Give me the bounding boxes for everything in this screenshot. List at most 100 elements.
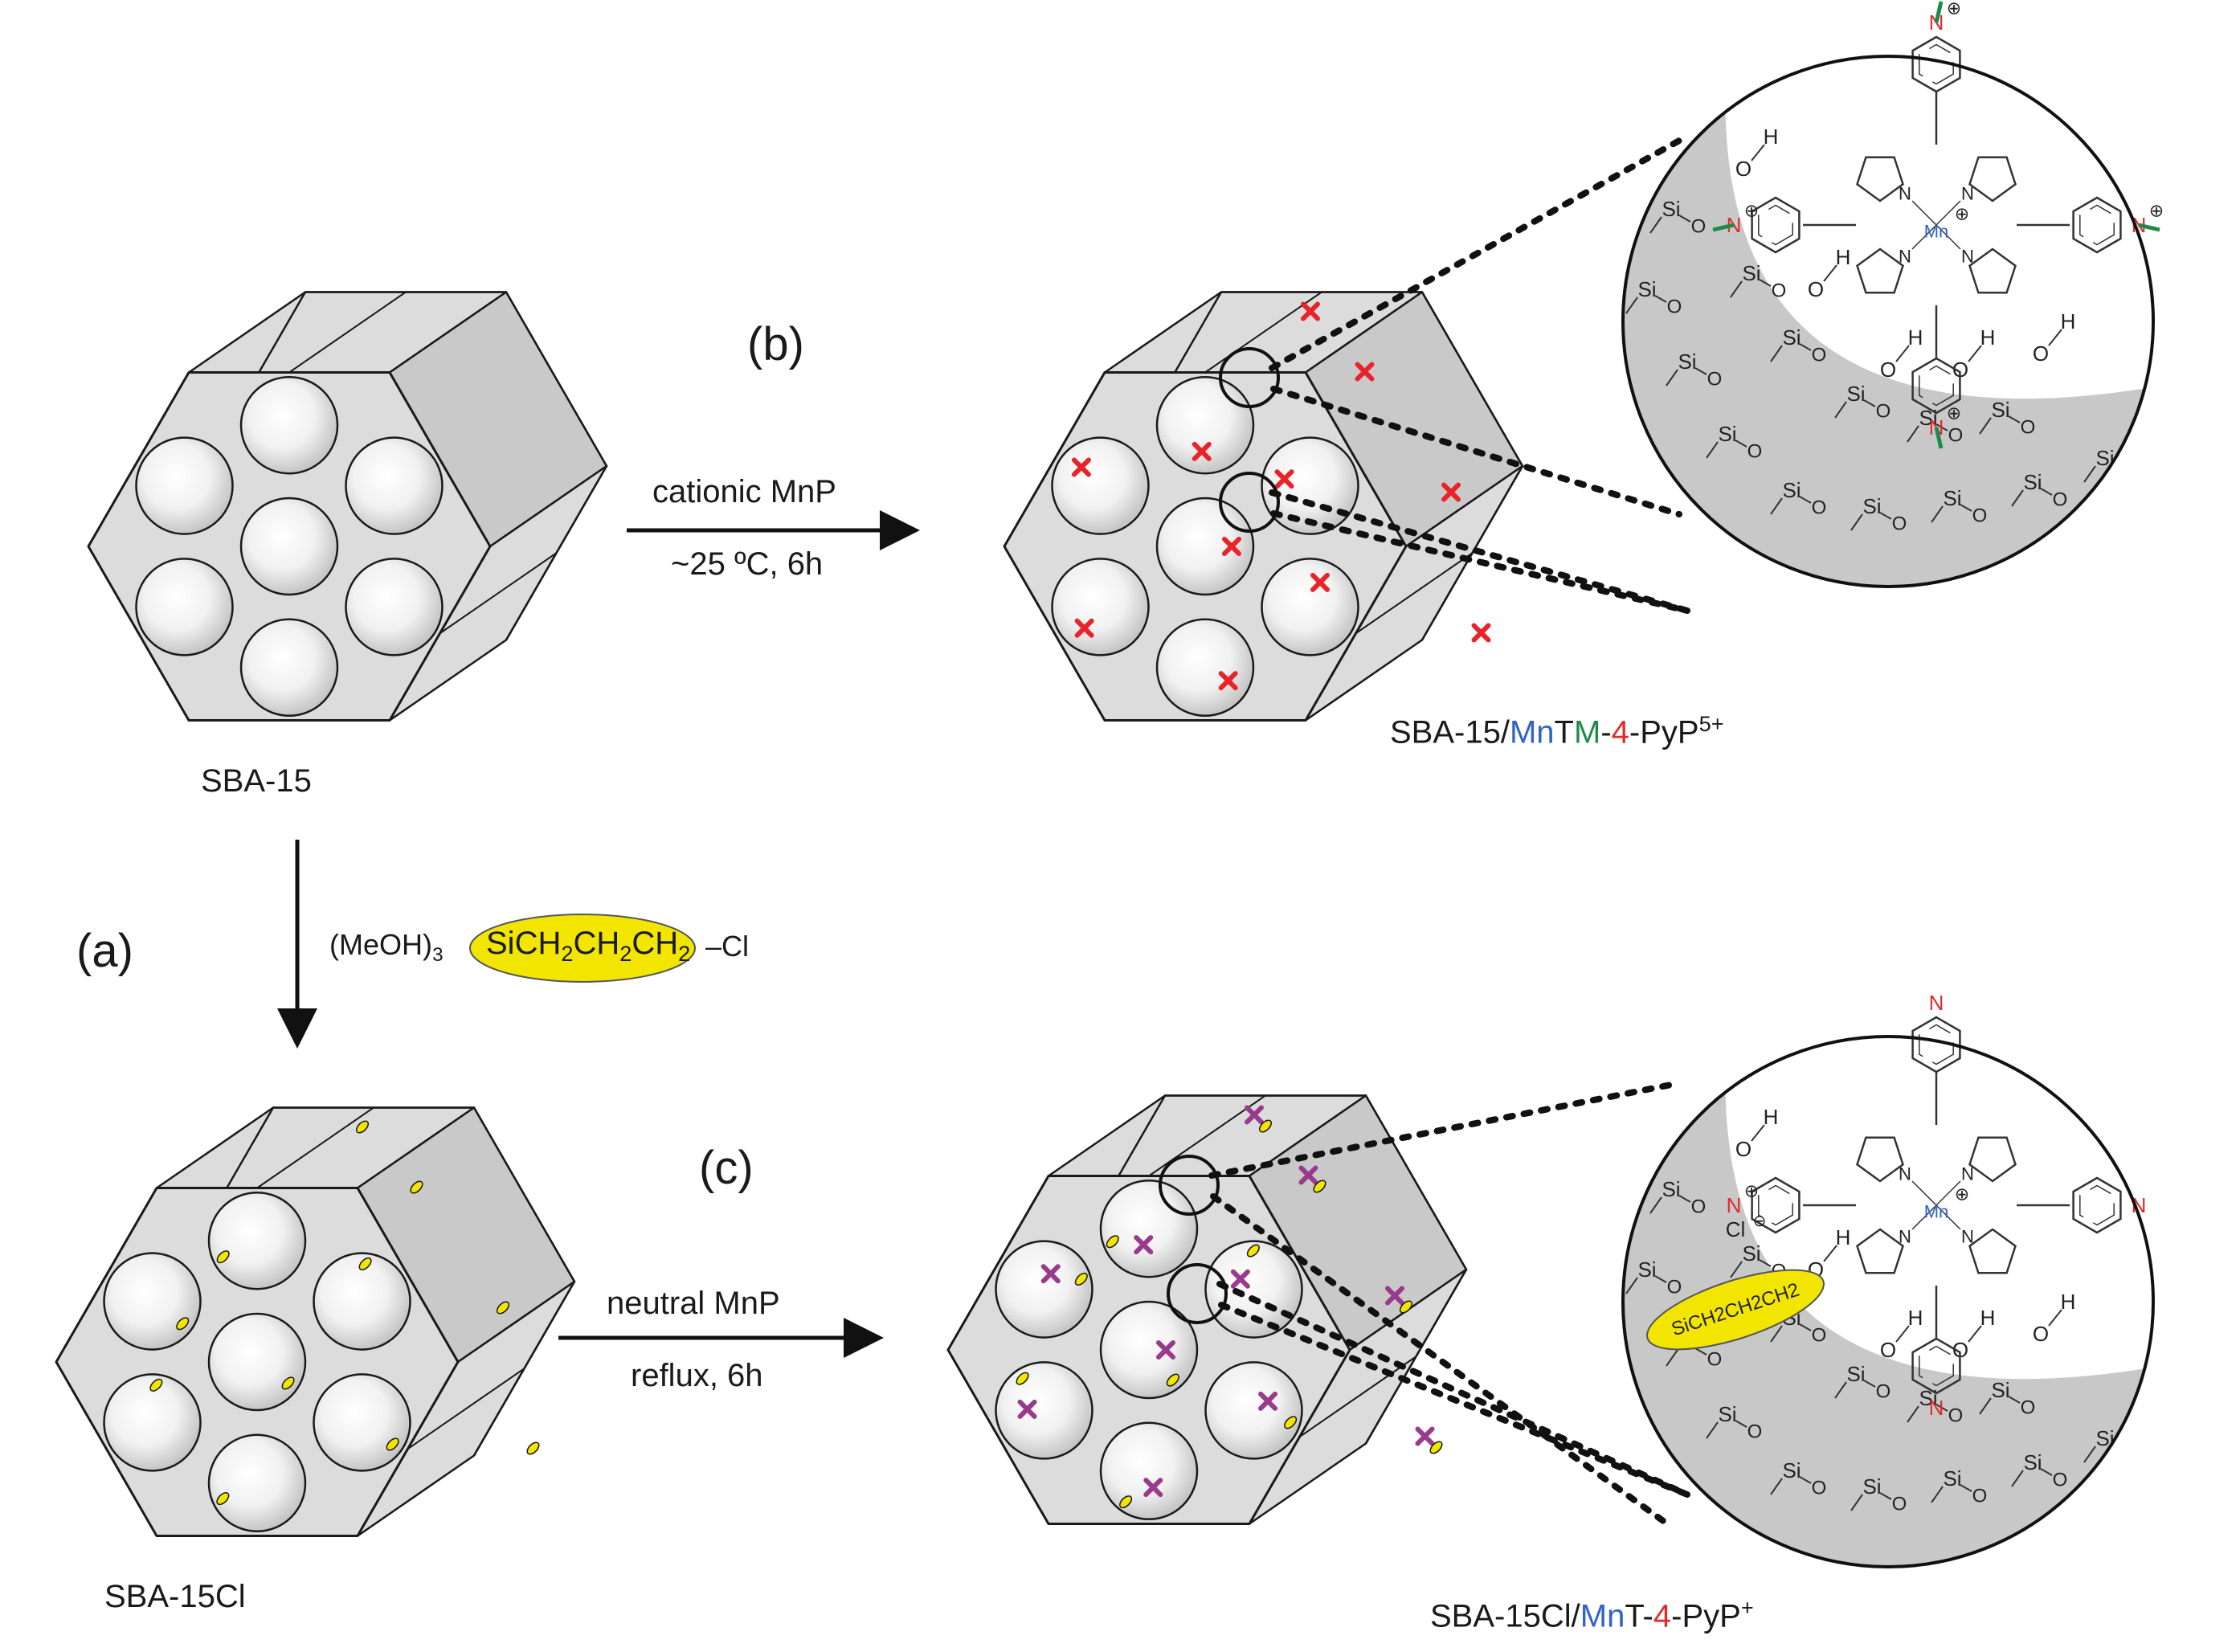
si-o-bond [1770, 1325, 1783, 1343]
si-o-bond [2112, 464, 2125, 472]
pore-channel [135, 436, 234, 535]
oxygen-atom: O [1812, 345, 1827, 366]
cross-stroke [1074, 618, 1094, 638]
cross-stroke [1385, 1286, 1404, 1306]
pyridyl-ring-top-inner [1919, 1024, 1954, 1065]
o-h-bond [1968, 345, 1982, 362]
si-o-bond [1907, 425, 1919, 443]
silicon-atom: Si [1846, 1362, 1865, 1386]
pyridyl-ring-bottom [1911, 357, 1961, 415]
cross-stroke [1245, 1105, 1264, 1125]
particle-sba15-cationic-mnp [1003, 291, 1524, 722]
neutral-mnp-mark [1134, 1235, 1154, 1255]
pyridyl-ring-left [1751, 196, 1801, 254]
cross-stroke [1310, 572, 1330, 592]
pore-channel [313, 1373, 411, 1472]
si-o-bond [1654, 1275, 1667, 1283]
pyridyl-ring-top-inner [1919, 43, 1954, 85]
cationic-mnp-mark [1274, 469, 1294, 489]
silanol-oxygen: O [1880, 358, 1896, 382]
silanol-hydrogen: H [1980, 325, 1996, 350]
oxygen-atom: O [1812, 1325, 1827, 1347]
prism-ridge [407, 1368, 525, 1450]
particle-sba15cl-neutral-mnp [946, 1094, 1468, 1525]
si-o-bond [1706, 1421, 1719, 1439]
silicon-atom: Si [1662, 197, 1680, 221]
o-h-bond [1895, 1325, 1910, 1343]
si-o-bond [1770, 345, 1783, 362]
pore-channel [103, 1373, 202, 1472]
label-top-product: SBA-15/MnTM-4-PyP5+ [1390, 711, 1724, 750]
si-o-bond [2008, 415, 2021, 423]
si-o-bond [1834, 401, 1847, 419]
magnifier-circle-top-b [1219, 472, 1280, 533]
pore-channel [1051, 436, 1150, 535]
si-o-bond [1678, 1195, 1691, 1203]
oxygen-atom: O [1892, 1494, 1907, 1515]
pyrrole-ring [1968, 156, 2017, 202]
reagent-a-chain: SiCH2CH2CH2 [486, 926, 691, 966]
n-mn-bond [1935, 224, 1961, 250]
oxygen-atom: O [2053, 1470, 2068, 1491]
pore-channel [313, 1252, 411, 1351]
conditions-c: reflux, 6h [631, 1358, 763, 1393]
porphyrin-nitrogen: N [1899, 184, 1911, 204]
silicon-atom: Si [2023, 470, 2042, 494]
silica-zone [1623, 56, 2153, 587]
neutral-mnp-mark [1298, 1165, 1318, 1185]
silicon-atom: Si [2023, 1450, 2042, 1474]
oxygen-atom: O [1667, 296, 1682, 318]
si-o-bond [1649, 216, 1662, 234]
pore-channel [1204, 1361, 1303, 1460]
pyridyl-ring-right [2072, 196, 2122, 254]
silanol-hydrogen: H [1764, 125, 1779, 149]
si-o-bond [1935, 1404, 1948, 1412]
si-o-bond [1931, 505, 1944, 523]
neutral-mnp-mark [1017, 1399, 1037, 1419]
pore-channel [207, 1191, 307, 1290]
step-label-a: (a) [76, 925, 133, 977]
si-o-bond [1678, 215, 1691, 223]
silicon-atom: Si [1742, 261, 1760, 285]
oxygen-atom: O [1876, 1381, 1891, 1403]
pore-channel [239, 618, 339, 718]
manganese-charge: ⊕ [1955, 204, 1969, 224]
oxygen-atom: O [2021, 417, 2036, 439]
neutral-mnp-mark [1415, 1426, 1435, 1446]
pyridyl-ring-right-inner [2079, 1184, 2115, 1226]
pore-channel [1099, 1179, 1199, 1278]
cross-stroke [1301, 301, 1320, 321]
si-o-bond [1979, 1397, 1992, 1415]
particle-sba15 [87, 291, 608, 722]
cross-stroke [1156, 1340, 1175, 1360]
si-o-bond [1706, 441, 1719, 459]
chloropropyl-mark [355, 1120, 370, 1134]
si-o-bond [1625, 296, 1638, 314]
si-o-bond [1850, 513, 1863, 531]
si-o-bond [1979, 417, 1992, 435]
methyl-group [1712, 223, 1735, 232]
pyridyl-ring-left-inner [1758, 1184, 1793, 1226]
si-o-bond [2008, 1396, 2021, 1404]
si-o-bond [1935, 423, 1948, 431]
pyrrole-ring [1968, 1136, 2017, 1183]
silicon-atom: Si [1662, 1177, 1680, 1201]
label-bottom-product: SBA-15Cl/MnT-4-PyP+ [1430, 1595, 1754, 1634]
nitrogen-atom: N [1929, 1396, 1944, 1420]
n-mn-bond [1911, 1180, 1937, 1206]
oxygen-atom: O [1972, 505, 1988, 527]
step-label-c: (c) [699, 1142, 754, 1194]
chloropropyl-mark [281, 1376, 295, 1390]
chloropropyl-mark [386, 1437, 399, 1451]
chloropropyl-mark [216, 1250, 230, 1264]
oxygen-atom: O [1747, 441, 1763, 463]
si-o-bond [2112, 1444, 2125, 1452]
pore-channel [135, 558, 234, 656]
si-o-bond [1759, 1259, 1772, 1267]
nitrogen-atom: N [2132, 1193, 2147, 1217]
silicon-atom: Si [1637, 277, 1656, 301]
silanol-hydrogen: H [1836, 245, 1851, 269]
